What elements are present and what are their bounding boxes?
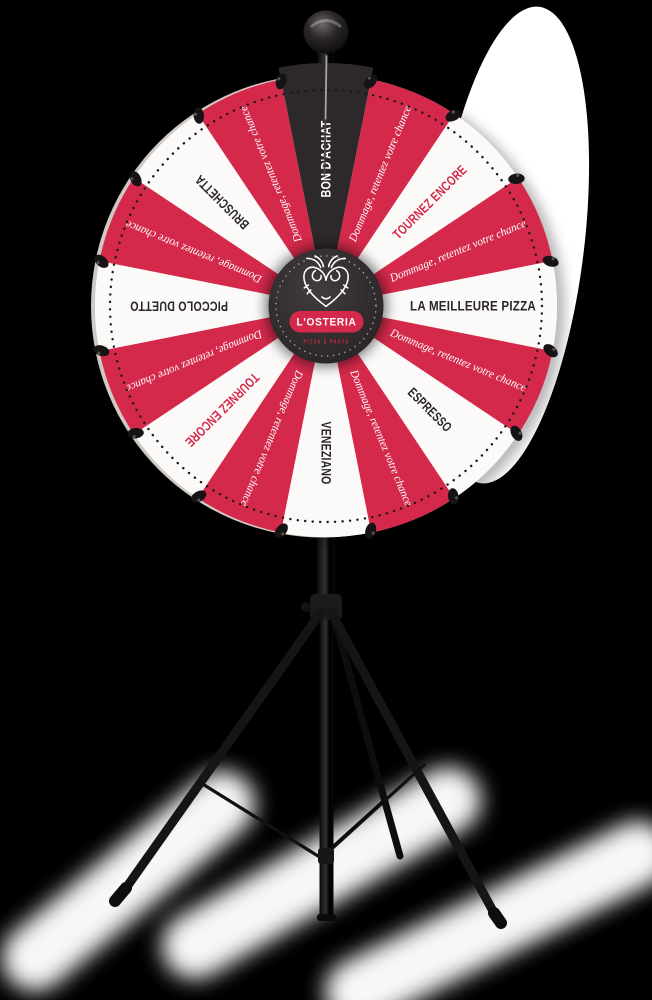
segment-prize-label: BON D'ACHAT xyxy=(319,120,334,197)
wheel-peg xyxy=(445,109,461,122)
stand-collar-knob xyxy=(301,602,311,612)
wheel-peg xyxy=(275,73,287,90)
tripod-stand xyxy=(109,525,507,929)
wheel-peg xyxy=(542,255,559,267)
segment-prize-label: VENEZIANO xyxy=(319,422,334,485)
tripod-right-leg xyxy=(326,607,499,918)
wheel-peg xyxy=(191,490,207,503)
pointer-ball-highlight xyxy=(310,19,342,28)
pointer-ball xyxy=(303,10,349,54)
wheel-segment-red xyxy=(99,306,327,435)
wheel-peg xyxy=(510,425,523,441)
wheel-segment-white xyxy=(326,260,558,352)
wheel-dotted-ring xyxy=(108,88,544,524)
wheel-peg xyxy=(193,107,205,124)
wheel-segment-red xyxy=(197,306,326,533)
wheel-peg xyxy=(365,522,377,539)
prawn-heart-icon xyxy=(303,255,349,308)
wheel-peg xyxy=(127,427,144,439)
wheel-segment-white xyxy=(133,306,326,499)
segment-prize-label: LA MEILLEURE PIZZA xyxy=(410,299,536,314)
wheel-peg xyxy=(447,488,459,505)
tripod-right-foot xyxy=(488,907,507,929)
hub-dotted-ring xyxy=(275,255,377,357)
tripod-rear-leg xyxy=(329,610,404,860)
wheel-segment-white xyxy=(94,260,326,352)
tripod-brace-left xyxy=(199,781,320,858)
tripod-brace-rear xyxy=(320,798,386,858)
wheel-segment-white xyxy=(280,306,372,538)
wheel-peg xyxy=(274,523,288,538)
wheel-pegs xyxy=(93,73,559,539)
tripod-left-foot xyxy=(109,882,132,907)
wheel-segment-red xyxy=(197,79,326,307)
wheel-segment-black xyxy=(278,63,374,307)
wheel-peg xyxy=(543,344,558,358)
wheel-segment-white xyxy=(326,306,519,499)
brand-badge xyxy=(289,311,364,333)
pointer-needle xyxy=(323,55,328,175)
tripod-left-leg xyxy=(121,607,326,893)
wheel-segment-red xyxy=(326,306,455,533)
stand-brace-collar xyxy=(318,848,334,864)
wheel-segment-red xyxy=(326,79,455,307)
wheel-hub: L'OSTERIA PIZZA E PASTA xyxy=(265,245,387,367)
wheel-peg xyxy=(364,74,378,89)
stand-lower-pole xyxy=(319,614,334,918)
wheel-segment-red xyxy=(326,177,553,306)
wheel-segment-white xyxy=(133,113,326,307)
brand-tagline: PIZZA E PASTA xyxy=(304,340,350,346)
segment-prize-label: PICCOLO DUETTO xyxy=(130,299,228,314)
wheel-segment-white xyxy=(326,113,519,307)
stand-pole-foot xyxy=(317,914,336,921)
wheel-peg xyxy=(94,254,109,268)
brand-name: L'OSTERIA xyxy=(297,317,357,329)
wheel-segment-red xyxy=(326,306,553,435)
wheel-peg xyxy=(129,171,142,187)
wheel-segment-red xyxy=(99,177,327,306)
wheel-peg xyxy=(93,345,110,357)
wheel-peg xyxy=(508,173,525,185)
